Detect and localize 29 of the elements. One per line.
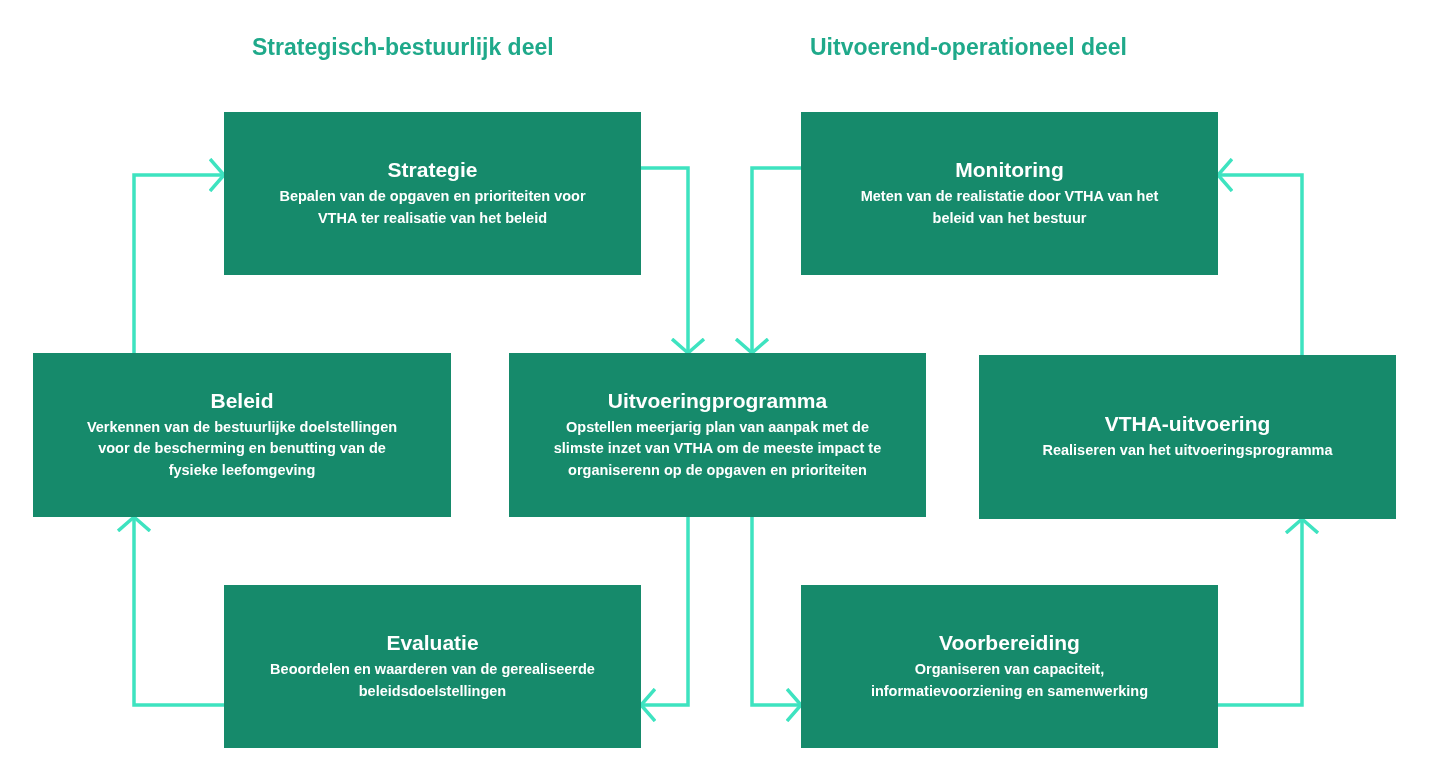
arrow bbox=[1218, 517, 1320, 707]
arrow bbox=[116, 515, 224, 707]
box-description: Bepalen van de opgaven en prioriteiten voor VTHA ter realisatie van het beleid bbox=[278, 187, 587, 228]
process-box bbox=[509, 353, 926, 517]
arrow bbox=[132, 157, 226, 353]
process-box bbox=[801, 112, 1218, 275]
box-title: Voorbereiding bbox=[939, 631, 1080, 656]
process-box bbox=[801, 585, 1218, 748]
box-description: Organiseren van capaciteit, informatievoorziening en samenwerking bbox=[869, 660, 1150, 701]
arrow bbox=[641, 166, 706, 355]
box-title: Monitoring bbox=[955, 158, 1064, 183]
box-title: Uitvoeringprogramma bbox=[607, 389, 828, 414]
box-description: Meten van de realistatie door VTHA van het beleid van het bestuur bbox=[859, 187, 1160, 228]
arrow bbox=[734, 166, 801, 355]
process-box bbox=[979, 355, 1396, 519]
process-box bbox=[224, 112, 641, 275]
box-title: VTHA-uitvoering bbox=[1104, 412, 1271, 437]
box-title: Strategie bbox=[387, 158, 478, 183]
section-heading: Uitvoerend-operationeel deel bbox=[810, 34, 1127, 61]
box-description: Realiseren van het uitvoeringsprogramma bbox=[1042, 441, 1333, 461]
box-description: Verkennen van de bestuurlijke doelstellingen voor de bescherming en benutting van de fysieke leefomgeving bbox=[85, 418, 399, 480]
section-heading: Strategisch-bestuurlijk deel bbox=[252, 34, 554, 61]
process-box bbox=[33, 353, 451, 517]
box-description: Beoordelen en waarderen van de gerealiseerde beleidsdoelstellingen bbox=[269, 660, 596, 701]
arrow bbox=[750, 517, 803, 723]
box-description: Opstellen meerjarig plan van aanpak met de slimste inzet van VTHA om de meeste impact te organiserenn op de opgaven en prioriteiten bbox=[552, 418, 883, 480]
box-title: Evaluatie bbox=[386, 631, 479, 656]
box-title: Beleid bbox=[210, 389, 274, 414]
process-box bbox=[224, 585, 641, 748]
